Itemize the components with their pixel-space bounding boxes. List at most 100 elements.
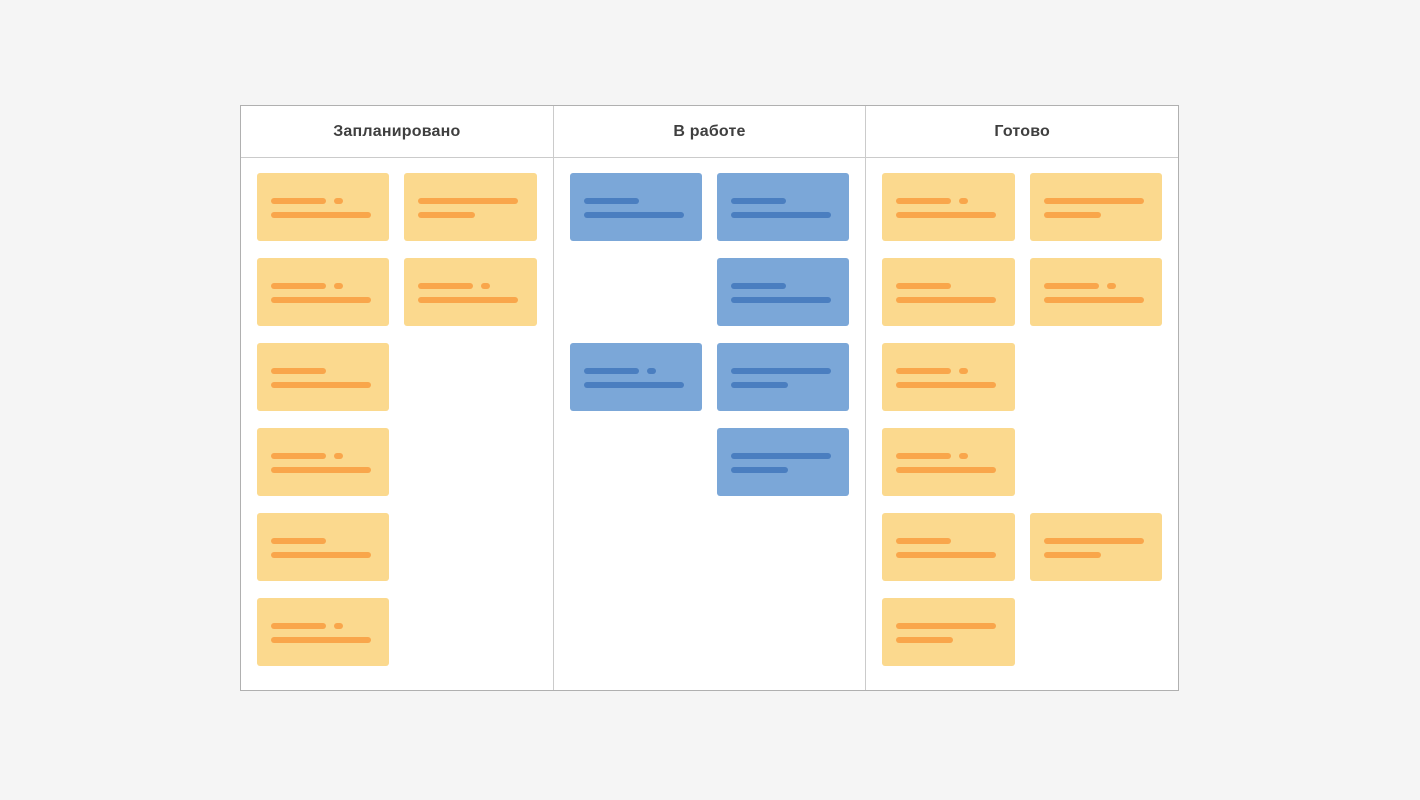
placeholder-text-segment [334,623,343,629]
placeholder-text-segment [731,198,786,204]
placeholder-text-line [896,198,1000,204]
placeholder-text-segment [418,297,519,303]
kanban-card[interactable] [717,258,850,326]
column-done: Готово [865,106,1179,690]
placeholder-text-segment [896,453,952,459]
placeholder-text-segment [1043,198,1144,204]
placeholder-text-segment [731,453,831,459]
column-in-progress: В работе [552,106,866,690]
placeholder-text-line [583,368,688,374]
empty-card-slot [404,343,536,411]
kanban-card[interactable] [257,513,390,581]
kanban-card[interactable] [569,173,702,241]
placeholder-text-line [1043,552,1148,558]
kanban-card[interactable] [717,173,850,241]
placeholder-text-line [271,212,375,218]
kanban-card[interactable] [882,173,1015,241]
placeholder-text-line [731,382,835,388]
placeholder-text-line [731,283,835,289]
placeholder-text-line [583,382,688,388]
placeholder-text-segment [731,283,786,289]
placeholder-text-segment [418,212,476,218]
placeholder-text-segment [271,283,326,289]
placeholder-text-segment [583,382,684,388]
placeholder-text-line [271,368,375,374]
placeholder-text-line [271,467,375,473]
empty-card-slot [404,428,536,496]
placeholder-text-segment [896,283,952,289]
kanban-card[interactable] [882,513,1015,581]
kanban-card[interactable] [717,343,850,411]
placeholder-text-line [418,198,522,204]
placeholder-text-line [896,297,1000,303]
placeholder-text-line [1043,297,1148,303]
kanban-card[interactable] [1029,258,1163,326]
placeholder-text-segment [896,467,997,473]
placeholder-text-line [271,283,375,289]
kanban-card[interactable] [882,343,1015,411]
placeholder-text-segment [959,198,969,204]
placeholder-text-line [418,212,522,218]
kanban-card[interactable] [717,428,850,496]
placeholder-text-line [896,623,1000,629]
placeholder-text-line [896,637,1000,643]
placeholder-text-segment [959,368,969,374]
placeholder-text-line [271,623,375,629]
placeholder-text-segment [896,637,954,643]
placeholder-text-line [896,453,1000,459]
placeholder-text-segment [959,453,969,459]
placeholder-text-segment [896,212,997,218]
placeholder-text-segment [896,198,952,204]
kanban-card[interactable] [882,258,1015,326]
placeholder-text-line [271,552,375,558]
kanban-card[interactable] [404,258,537,326]
kanban-card[interactable] [257,428,390,496]
column-header-planned: Запланировано [241,106,553,158]
column-body-done [866,158,1178,690]
placeholder-text-line [271,297,375,303]
placeholder-text-segment [271,538,326,544]
placeholder-text-segment [271,212,371,218]
placeholder-text-segment [896,538,952,544]
placeholder-text-line [418,283,522,289]
placeholder-text-line [896,467,1000,473]
placeholder-text-segment [896,368,952,374]
placeholder-text-segment [271,623,326,629]
kanban-card[interactable] [1029,513,1163,581]
placeholder-text-segment [1106,283,1116,289]
kanban-card[interactable] [882,598,1015,666]
placeholder-text-line [271,382,375,388]
empty-card-slot [570,428,702,496]
placeholder-text-segment [271,297,371,303]
placeholder-text-line [896,538,1000,544]
empty-card-slot [1030,343,1162,411]
kanban-card[interactable] [404,173,537,241]
placeholder-text-line [896,212,1000,218]
placeholder-text-segment [896,552,997,558]
placeholder-text-segment [731,297,831,303]
placeholder-text-line [583,198,688,204]
kanban-card[interactable] [569,343,702,411]
placeholder-text-line [731,212,835,218]
placeholder-text-segment [481,283,491,289]
empty-card-slot [404,513,536,581]
placeholder-text-line [583,212,688,218]
kanban-card[interactable] [257,173,390,241]
kanban-card[interactable] [1029,173,1163,241]
kanban-card[interactable] [257,598,390,666]
placeholder-text-segment [731,212,831,218]
placeholder-text-segment [896,382,997,388]
placeholder-text-line [271,538,375,544]
empty-card-slot [404,598,536,666]
column-body-in-progress [554,158,866,690]
placeholder-text-segment [1043,297,1144,303]
placeholder-text-segment [271,637,371,643]
placeholder-text-line [896,382,1000,388]
kanban-card[interactable] [257,343,390,411]
placeholder-text-segment [334,283,343,289]
placeholder-text-segment [334,198,343,204]
kanban-card[interactable] [882,428,1015,496]
placeholder-text-segment [731,467,788,473]
placeholder-text-line [731,368,835,374]
kanban-card[interactable] [257,258,390,326]
